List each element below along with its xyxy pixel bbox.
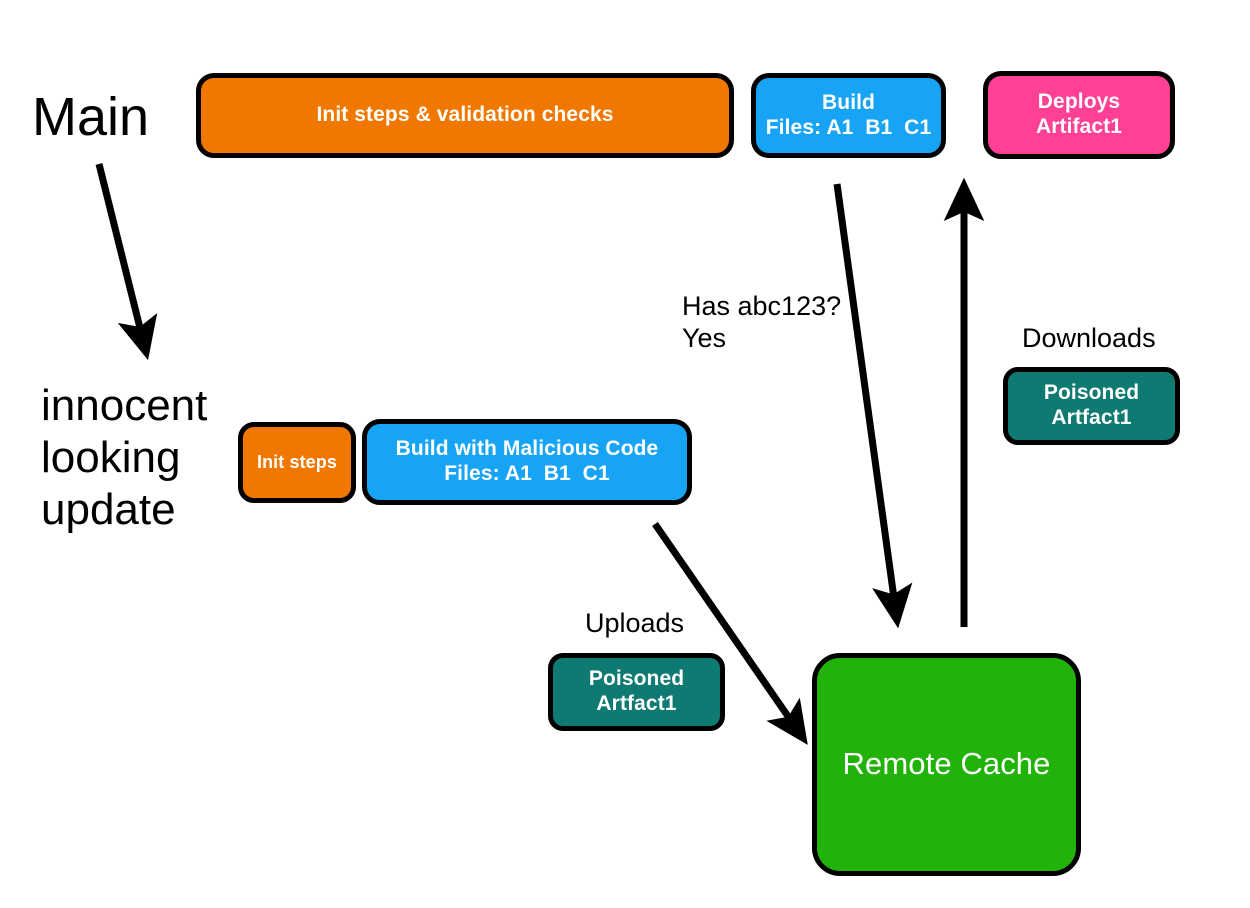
annotation-downloads: Downloads xyxy=(1022,323,1156,353)
node-deploys-artifact1[interactable]: Deploys Artifact1 xyxy=(983,71,1175,159)
node-deploys-line1: Deploys xyxy=(1037,90,1121,114)
node-init-steps[interactable]: Init steps xyxy=(238,422,356,503)
node-init-steps-validation-checks[interactable]: Init steps & validation checks xyxy=(196,73,734,158)
node-build-with-malicious-code[interactable]: Build with Malicious Code Files: A1 B1 C… xyxy=(362,419,692,505)
node-build-line1: Build xyxy=(822,90,875,114)
node-poisoned-upload-line1: Poisoned xyxy=(588,667,685,691)
node-poisoned-artifact-downloaded[interactable]: Poisoned Artfact1 xyxy=(1003,367,1180,445)
annotation-uploads: Uploads xyxy=(585,608,685,638)
node-build[interactable]: Build Files: A1 B1 C1 xyxy=(751,73,946,158)
node-build-malicious-line2: Files: A1 B1 C1 xyxy=(444,462,610,485)
arrow-main-to-feature xyxy=(95,163,158,361)
node-remote-cache-line1: Remote Cache xyxy=(842,746,1051,782)
annotation-cache-query: Has abc123?Yes xyxy=(682,291,842,353)
node-remote-cache[interactable]: Remote Cache xyxy=(812,653,1081,876)
node-build-line2: Files: A1 B1 C1 xyxy=(765,115,932,139)
branch-label-main: Main xyxy=(32,87,150,147)
node-build-malicious-line1: Build with Malicious Code xyxy=(395,437,659,461)
node-init-steps-line1: Init steps xyxy=(256,451,337,472)
node-poisoned-upload-line2: Artfact1 xyxy=(596,692,677,715)
node-poisoned-download-line1: Poisoned xyxy=(1043,381,1140,405)
node-poisoned-download-line2: Artfact1 xyxy=(1051,406,1132,429)
arrow-build-to-cache xyxy=(833,183,913,629)
node-deploys-line2: Artifact1 xyxy=(1035,115,1123,138)
node-poisoned-artifact-uploaded[interactable]: Poisoned Artfact1 xyxy=(548,653,725,731)
node-init-validation-line1: Init steps & validation checks xyxy=(316,103,614,127)
